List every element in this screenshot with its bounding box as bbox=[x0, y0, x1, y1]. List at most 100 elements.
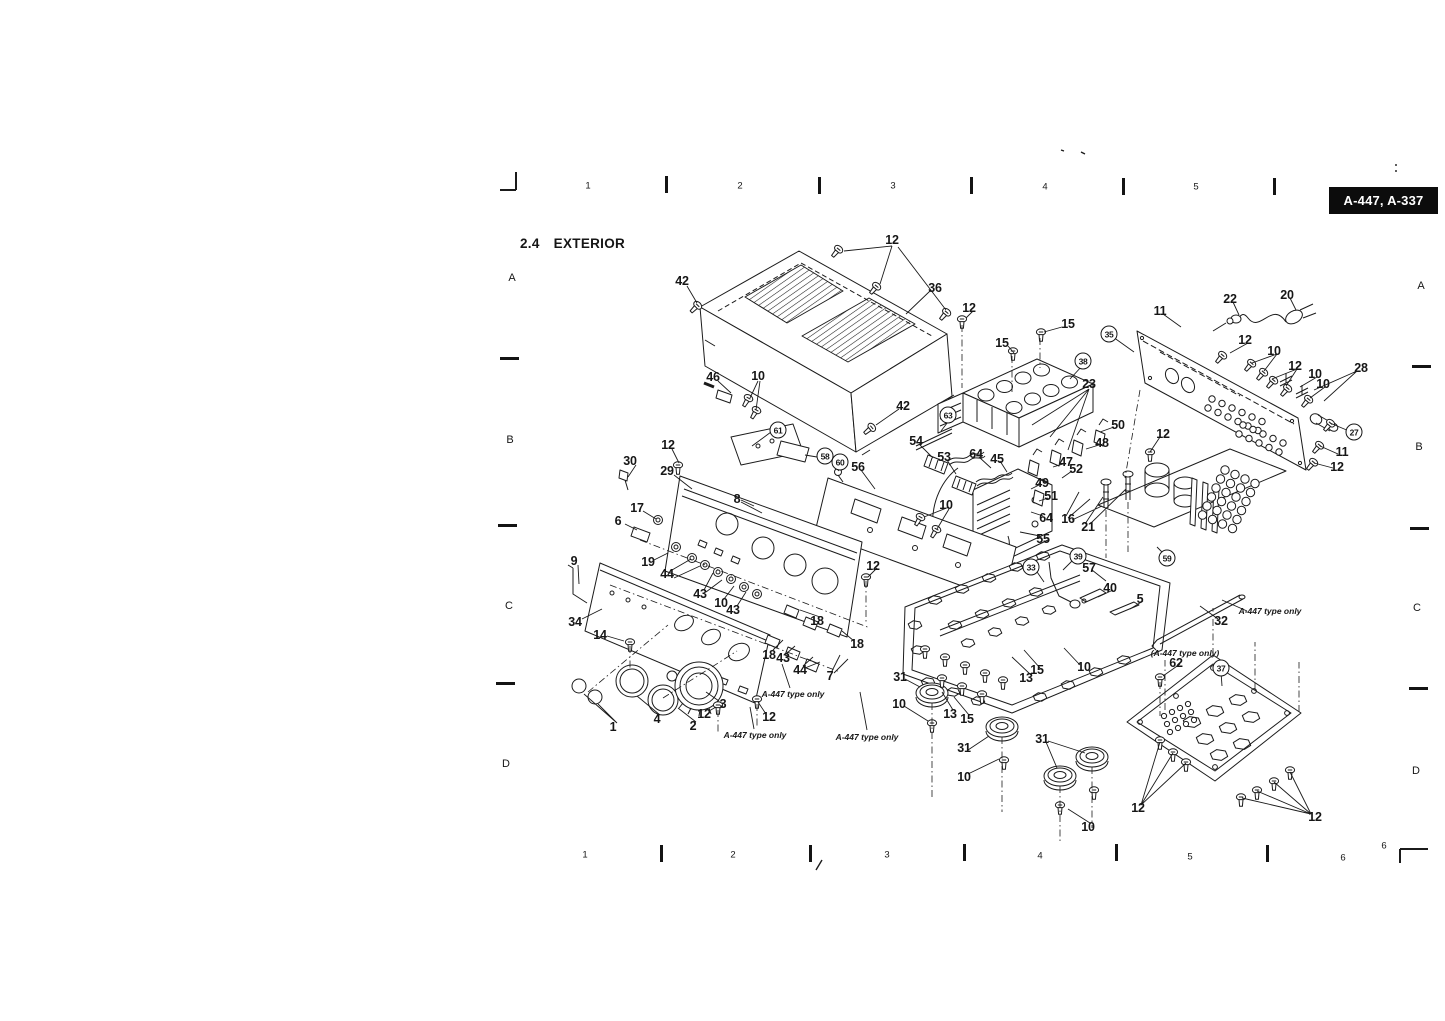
leader-lines bbox=[577, 245, 1358, 824]
row-left-B: B bbox=[506, 434, 514, 446]
part-callout-12: 12 bbox=[1238, 333, 1252, 347]
row-left-D: D bbox=[502, 758, 510, 770]
axis-lines bbox=[587, 325, 1300, 842]
type-note: A-447 type only bbox=[835, 732, 899, 742]
margin-dash bbox=[496, 682, 515, 685]
type-note: A-447 type only bbox=[1238, 606, 1302, 616]
part-callout-47: 47 bbox=[1059, 455, 1073, 469]
part-callout-10: 10 bbox=[1267, 344, 1281, 358]
power-cord bbox=[1212, 303, 1339, 432]
part-callout-12: 12 bbox=[1330, 460, 1344, 474]
part-callout-43: 43 bbox=[776, 651, 790, 665]
ruler-bottom-5: 5 bbox=[1187, 851, 1193, 863]
part-callout-31: 31 bbox=[893, 670, 907, 684]
ruler-tick bbox=[818, 177, 821, 194]
part-callout-62: 62 bbox=[1169, 656, 1183, 670]
part-callout-12: 12 bbox=[1288, 359, 1302, 373]
ruler-top-1: 1 bbox=[585, 180, 591, 192]
sub-board bbox=[814, 451, 1017, 602]
margin-dash bbox=[1410, 527, 1429, 530]
part-callout-5: 5 bbox=[1136, 592, 1144, 606]
part-callout-51: 51 bbox=[1044, 489, 1058, 503]
part-callout-38: 38 bbox=[1074, 352, 1092, 370]
part-callout-15: 15 bbox=[960, 712, 974, 726]
part-callout-42: 42 bbox=[896, 399, 910, 413]
part-callout-21: 21 bbox=[1081, 520, 1095, 534]
type-note: A-447 type only bbox=[761, 689, 825, 699]
ruler-tick bbox=[660, 845, 663, 862]
part-callout-61: 61 bbox=[769, 421, 787, 439]
ruler-top-4: 4 bbox=[1042, 181, 1048, 193]
part-callout-12: 12 bbox=[1308, 810, 1322, 824]
part-callout-49: 49 bbox=[1035, 476, 1049, 490]
row-right-A: A bbox=[1417, 280, 1425, 292]
inner-front-panel bbox=[664, 475, 863, 638]
part-callout-28: 28 bbox=[1354, 361, 1368, 375]
part-callout-12: 12 bbox=[762, 710, 776, 724]
amp-pcb bbox=[1097, 448, 1287, 534]
part-callout-42: 42 bbox=[675, 274, 689, 288]
ruler-tick bbox=[809, 845, 812, 862]
part-callout-20: 20 bbox=[1280, 288, 1294, 302]
part-callout-44: 44 bbox=[660, 567, 674, 581]
part-callout-13: 13 bbox=[943, 707, 957, 721]
section-title: EXTERIOR bbox=[553, 236, 626, 251]
clip-row bbox=[1027, 418, 1109, 507]
row-left-A: A bbox=[508, 272, 516, 284]
part-callout-30: 30 bbox=[623, 454, 637, 468]
part-callout-37: 37 bbox=[1212, 659, 1230, 677]
part-callout-12: 12 bbox=[661, 438, 675, 452]
part-callout-14: 14 bbox=[593, 628, 607, 642]
part-callout-64: 64 bbox=[1039, 511, 1053, 525]
top-cover bbox=[699, 250, 955, 456]
section-number: 2.4 bbox=[520, 236, 540, 251]
part-callout-15: 15 bbox=[995, 336, 1009, 350]
part-callout-34: 34 bbox=[568, 615, 582, 629]
part-callout-22: 22 bbox=[1223, 292, 1237, 306]
ruler-tick bbox=[1115, 844, 1118, 861]
part-callout-35: 35 bbox=[1100, 325, 1118, 343]
part-callout-19: 19 bbox=[641, 555, 655, 569]
print-specks bbox=[815, 149, 1397, 871]
part-callout-12: 12 bbox=[866, 559, 880, 573]
ruler-top-5: 5 bbox=[1193, 181, 1199, 193]
margin-dash bbox=[1409, 687, 1428, 690]
type-note: (A-447 type only) bbox=[1150, 648, 1220, 658]
part-callout-1: 1 bbox=[609, 720, 617, 734]
row-right-D: D bbox=[1412, 765, 1420, 777]
part-callout-10: 10 bbox=[892, 697, 906, 711]
part-callout-18: 18 bbox=[762, 648, 776, 662]
part-callout-3: 3 bbox=[719, 697, 727, 711]
part-callout-56: 56 bbox=[851, 460, 865, 474]
crop-marks bbox=[500, 172, 1428, 863]
part-callout-54: 54 bbox=[909, 434, 923, 448]
part-callout-13: 13 bbox=[1019, 671, 1033, 685]
part-callout-43: 43 bbox=[726, 603, 740, 617]
row-right-B: B bbox=[1415, 441, 1423, 453]
ruler-bottom-4: 4 bbox=[1037, 850, 1043, 862]
margin-dash bbox=[498, 524, 517, 527]
part-callout-15: 15 bbox=[1030, 663, 1044, 677]
margin-dash bbox=[1412, 365, 1431, 368]
part-callout-60: 60 bbox=[831, 453, 849, 471]
part-callout-9: 9 bbox=[570, 554, 578, 568]
part-callout-32: 32 bbox=[1214, 614, 1228, 628]
ruler-top-3: 3 bbox=[890, 180, 896, 192]
part-callout-10: 10 bbox=[751, 369, 765, 383]
part-callout-11: 11 bbox=[1335, 445, 1349, 459]
row-left-C: C bbox=[505, 600, 513, 612]
part-callout-48: 48 bbox=[1095, 436, 1109, 450]
part-callout-63: 63 bbox=[939, 406, 957, 424]
part-callout-40: 40 bbox=[1103, 581, 1117, 595]
part-callout-46: 46 bbox=[706, 370, 720, 384]
part-callout-16: 16 bbox=[1061, 512, 1075, 526]
part-callout-45: 45 bbox=[990, 452, 1004, 466]
chassis bbox=[902, 544, 1171, 714]
part-callout-17: 17 bbox=[630, 501, 644, 515]
part-callout-10: 10 bbox=[1308, 367, 1322, 381]
type-note: A-447 type only bbox=[723, 730, 787, 740]
ruler-tick bbox=[1266, 845, 1269, 862]
rear-panel bbox=[1136, 330, 1307, 471]
ruler-tick bbox=[1273, 178, 1276, 195]
part-callout-10: 10 bbox=[957, 770, 971, 784]
